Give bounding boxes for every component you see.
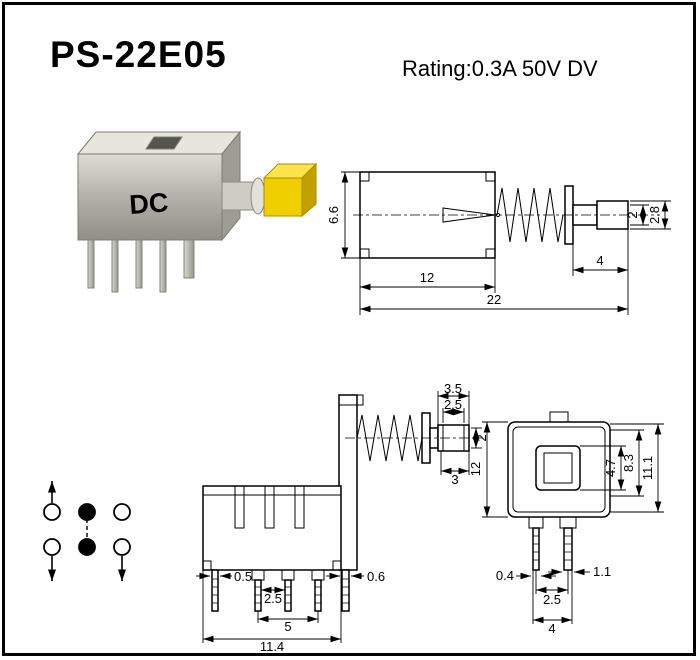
side-view-drawing: 6.6 2 2.8 4 12 22 xyxy=(326,171,671,315)
dim-total-length: 22 xyxy=(487,292,501,307)
dim-body-length: 12 xyxy=(420,270,434,285)
dim-shaft-height: 2 xyxy=(625,211,640,218)
switch-plunger xyxy=(221,177,266,215)
switch-pins xyxy=(87,239,195,293)
rating-text: Rating:0.3A 50V DV xyxy=(402,56,598,81)
dim-plunger-length: 4 xyxy=(596,253,603,268)
dim-pin-span: 5 xyxy=(284,619,291,634)
actuation-arrows xyxy=(47,481,127,581)
dim-body-width: 11.4 xyxy=(260,639,284,654)
circuit-schematic xyxy=(43,481,131,581)
dim-shaft-height: 2 xyxy=(474,434,489,441)
side-view-body xyxy=(353,171,660,259)
dim-outer-height: 11.1 xyxy=(640,456,655,480)
yellow-button xyxy=(262,162,318,218)
side-view-dimensions: 6.6 2 2.8 4 12 22 xyxy=(326,171,671,315)
dim-cap-inner: 2.5 xyxy=(444,397,462,412)
pin-hatching xyxy=(533,535,572,561)
front-view-drawing: 3.5 2.5 2 3 0.5 2.5 5 0.6 11.4 xyxy=(196,381,489,654)
top-tab xyxy=(549,411,569,423)
dim-pin-width-right: 1.1 xyxy=(593,564,611,579)
button-hole xyxy=(535,445,581,491)
end-view-drawing: 12 4.7 8.3 11.1 0.4 1.1 2.5 4 xyxy=(468,411,664,636)
dim-pin-width-left: 0.4 xyxy=(496,568,514,583)
dim-cap-outer: 3.5 xyxy=(444,381,462,396)
switch-body xyxy=(76,130,242,242)
end-view-body xyxy=(507,411,611,571)
terminal-circles xyxy=(43,503,131,556)
dim-button-length: 3 xyxy=(451,472,458,487)
top-slot xyxy=(145,136,183,150)
body-stamp-text: DC xyxy=(128,187,169,220)
product-photo: DC xyxy=(76,130,318,293)
dim-pin-pitch: 2.5 xyxy=(543,592,561,607)
pin-hatching xyxy=(212,578,349,604)
dim-pin-span: 4 xyxy=(548,621,555,636)
dim-pin-width-left: 0.5 xyxy=(234,569,252,584)
dim-body-height: 6.6 xyxy=(326,206,341,224)
dim-body-height: 12 xyxy=(468,462,483,476)
front-view-body xyxy=(202,394,483,612)
dim-button-height: 2.8 xyxy=(647,206,662,224)
dim-inner-height: 8.3 xyxy=(621,454,636,472)
end-view-dimensions: 12 4.7 8.3 11.1 0.4 1.1 2.5 4 xyxy=(468,421,664,636)
dim-hole-height: 4.7 xyxy=(603,459,618,477)
part-number-title: PS-22E05 xyxy=(50,34,227,75)
dim-pin-width-right: 0.6 xyxy=(367,569,385,584)
dim-pin-pitch: 2.5 xyxy=(264,591,282,606)
end-view-pins xyxy=(528,516,577,571)
front-view-dimensions: 3.5 2.5 2 3 0.5 2.5 5 0.6 11.4 xyxy=(196,381,489,654)
